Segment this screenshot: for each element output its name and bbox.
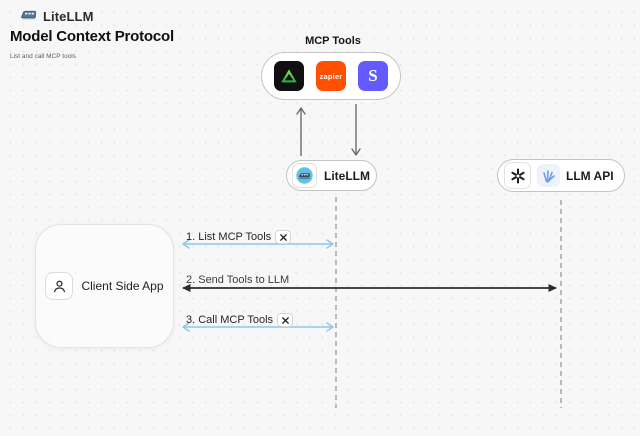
- mcp-tools-container: zapier S: [261, 52, 401, 100]
- client-side-app-node: Client Side App: [35, 224, 174, 348]
- llm-provider-icon: [537, 164, 560, 187]
- mcp-tools-label: MCP Tools: [305, 35, 361, 47]
- llm-api-node-label: LLM API: [566, 168, 614, 183]
- brand-name: LiteLLM: [43, 9, 94, 24]
- litellm-icon: [292, 163, 317, 188]
- litellm-node-label: LiteLLM: [324, 168, 370, 183]
- step-list-mcp-tools: 1. List MCP Tools: [186, 230, 292, 244]
- zapier-wordmark: zapier: [319, 71, 343, 81]
- brand: LiteLLM: [20, 7, 94, 26]
- hammer-wrench-icon: [275, 230, 292, 244]
- step-2-text: 2. Send Tools to LLM: [186, 274, 290, 286]
- openai-icon: [504, 162, 531, 189]
- stripe-letter: S: [368, 66, 378, 85]
- litellm-node: LiteLLM: [286, 160, 377, 191]
- user-icon: [45, 272, 74, 300]
- step-1-text: 1. List MCP Tools: [186, 231, 272, 243]
- step-3-text: 3. Call MCP Tools: [186, 314, 274, 326]
- llm-api-node: LLM API: [497, 159, 625, 192]
- zapier-icon: zapier: [316, 61, 346, 91]
- client-node-label: Client Side App: [81, 279, 164, 293]
- page-subtitle: List and call MCP tools: [10, 53, 76, 60]
- step-call-mcp-tools: 3. Call MCP Tools: [186, 313, 294, 327]
- step-send-tools-to-llm: 2. Send Tools to LLM: [186, 274, 289, 286]
- page-title: Model Context Protocol: [10, 28, 174, 45]
- green-triangle-tool-icon: [274, 61, 304, 91]
- litellm-train-icon: [20, 7, 37, 26]
- hammer-wrench-icon: [277, 313, 294, 327]
- stripe-icon: S: [358, 61, 388, 91]
